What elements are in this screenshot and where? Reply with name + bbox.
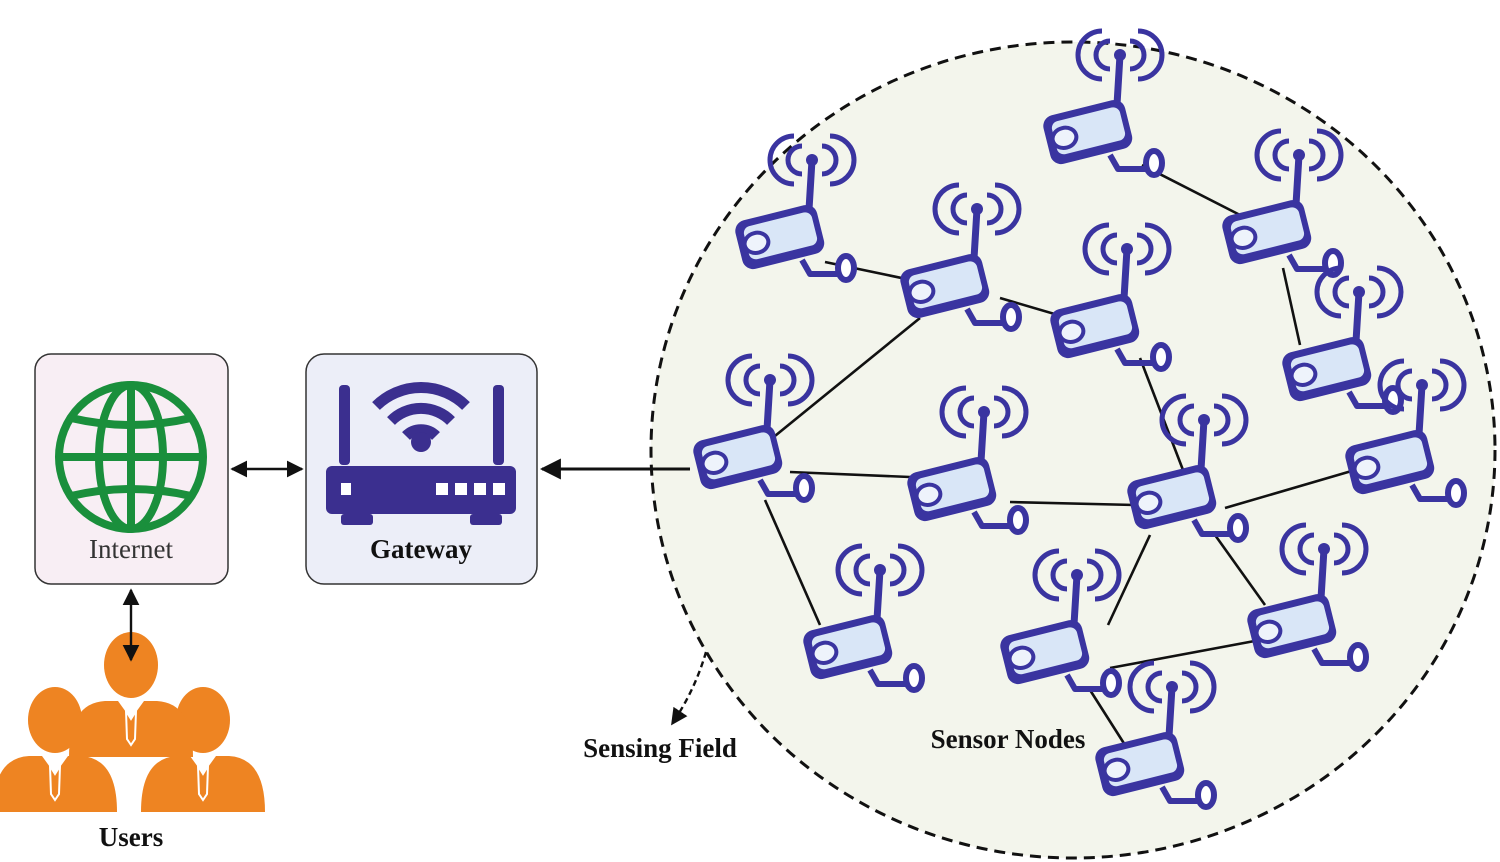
gateway-node: Gateway [305,353,538,585]
sensor-links [763,163,1356,746]
sensing-field-pointer [671,651,708,726]
internet-label: Internet [89,534,173,564]
users-label: Users [99,822,163,852]
sensor-nodes-label: Sensor Nodes [931,724,1086,754]
wifi-router-icon [326,382,516,525]
globe-icon [55,381,207,533]
gateway-label: Gateway [370,534,472,564]
internet-node: Internet [34,353,229,585]
users-group-icon [0,631,266,813]
sensing-field-label: Sensing Field [583,733,737,763]
